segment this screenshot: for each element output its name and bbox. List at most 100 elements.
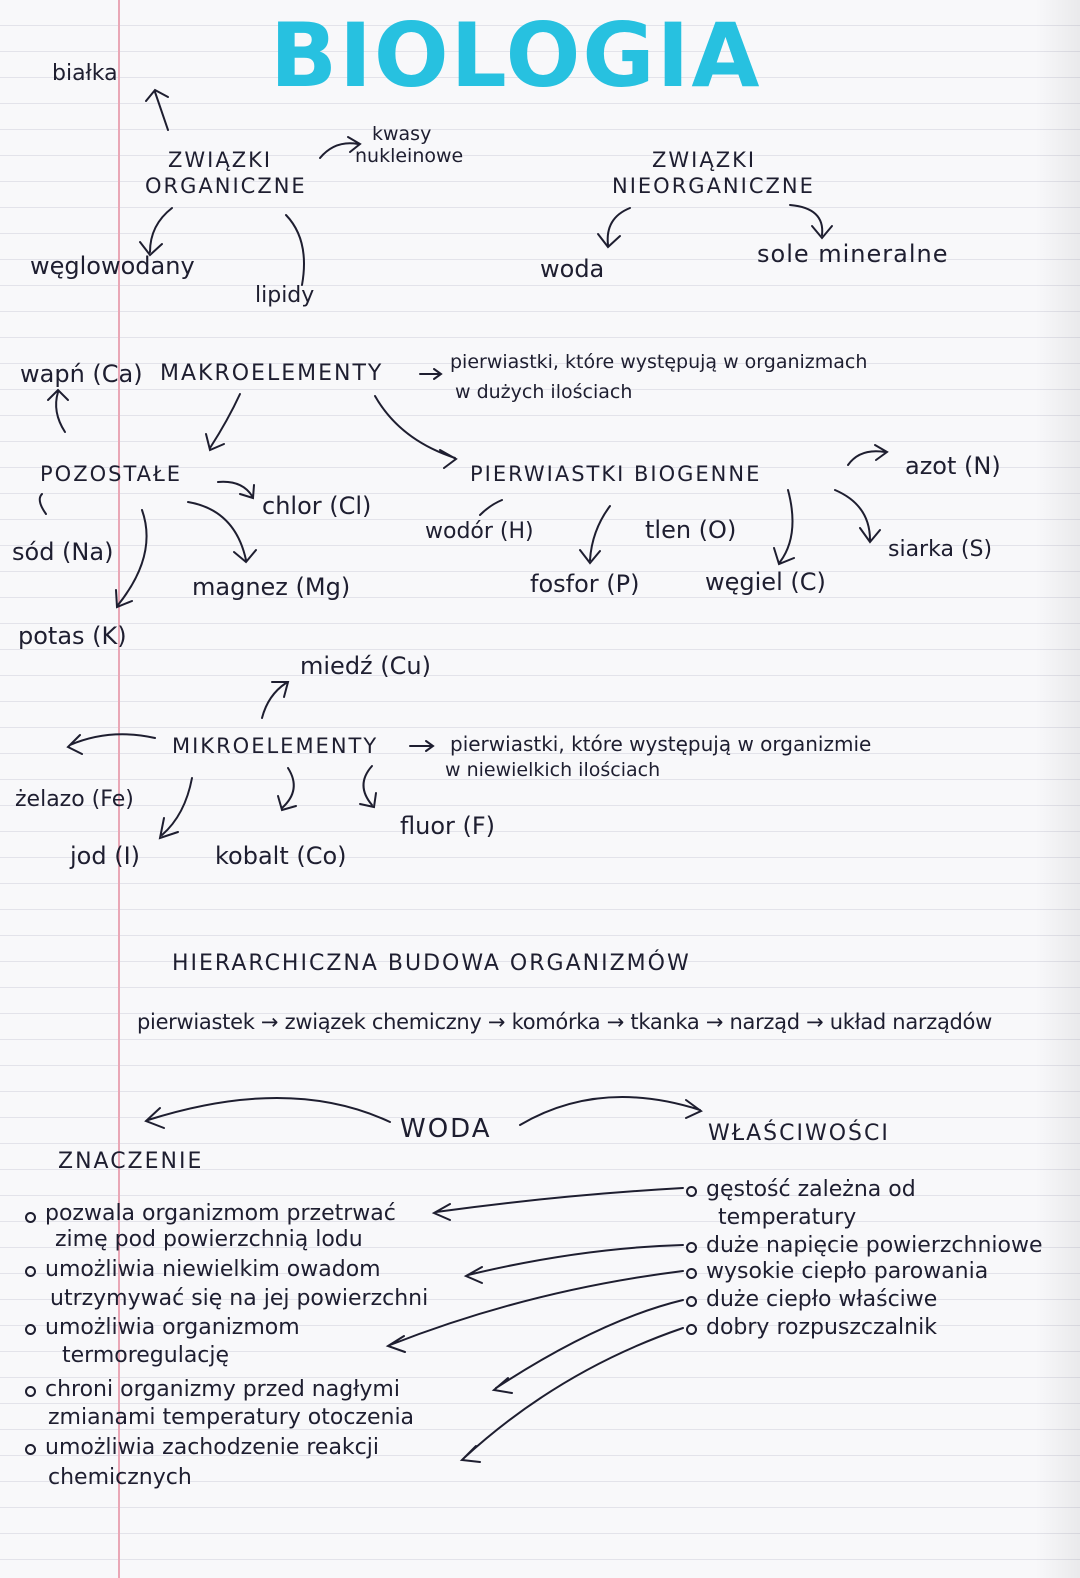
- arrow-to-weglowodany: [139, 207, 173, 257]
- inorganic-heading-line2: NIEORGANICZNE: [612, 174, 815, 198]
- arrow-to-chlor: [217, 480, 255, 500]
- label-miedz: miedź (Cu): [300, 652, 431, 680]
- label-sole-mineralne: sole mineralne: [757, 240, 949, 268]
- arrow-to-wapn: [47, 388, 69, 433]
- label-siarka: siarka (S): [888, 537, 993, 562]
- arrow-to-pozostale: [205, 393, 241, 452]
- label-pozostale: POZOSTAŁE: [40, 462, 183, 486]
- znaczenie-item-1-line1: pozwala organizmom przetrwać: [45, 1201, 396, 1226]
- bullet: [686, 1268, 697, 1279]
- arrow-to-wegiel: [773, 489, 795, 566]
- arrow-to-zelazo: [66, 733, 156, 755]
- wlasciwosci-item-1-line2: temperatury: [718, 1205, 857, 1230]
- label-sod: sód (Na): [12, 538, 114, 566]
- znaczenie-item-3-line2: termoregulację: [62, 1343, 230, 1368]
- label-weglowodany: węglowodany: [30, 252, 195, 280]
- arrow-to-jod: [158, 777, 193, 840]
- label-wapn: wapń (Ca): [20, 360, 143, 388]
- arrow-micro-definition: [409, 740, 435, 752]
- label-fosfor: fosfor (P): [530, 570, 640, 598]
- arrow-to-wodor: [479, 499, 503, 516]
- inorganic-heading-line1: ZWIĄZKI: [652, 148, 757, 172]
- znaczenie-item-2-line1: umożliwia niewielkim owadom: [45, 1257, 381, 1282]
- arrow-to-kobalt: [277, 767, 297, 812]
- micro-definition-line1: pierwiastki, które występują w organizmi…: [450, 732, 872, 756]
- arrow-to-siarka: [834, 489, 881, 544]
- wlasciwosci-item-1-line1: gęstość zależna od: [706, 1177, 916, 1202]
- label-zelazo: żelazo (Fe): [15, 787, 134, 812]
- arrow-to-sod: [38, 493, 47, 515]
- arrow-to-biogenne: [374, 395, 458, 469]
- arrow-to-wlasciwosci: [519, 1096, 703, 1126]
- organic-heading-line2: ORGANICZNE: [145, 174, 307, 198]
- bullet: [25, 1444, 36, 1455]
- label-biogenne: PIERWIASTKI BIOGENNE: [470, 462, 762, 486]
- label-kobalt: kobalt (Co): [215, 842, 347, 870]
- znaczenie-item-1-line2: zimę pod powierzchnią lodu: [55, 1227, 363, 1252]
- link-cieplo-chroni: [491, 1299, 684, 1394]
- wlasciwosci-item-3: wysokie ciepło parowania: [706, 1259, 989, 1284]
- label-lipidy: lipidy: [255, 283, 315, 308]
- bullet: [686, 1186, 697, 1197]
- znaczenie-item-2-line2: utrzymywać się na jej powierzchni: [50, 1286, 429, 1311]
- margin-line: [118, 0, 120, 1578]
- wlasciwosci-heading: WŁAŚCIWOŚCI: [708, 1121, 890, 1146]
- bullet: [686, 1296, 697, 1307]
- label-potas: potas (K): [18, 622, 127, 650]
- link-rozpuszczalnik-reakcje: [459, 1327, 684, 1463]
- arrow-to-kwasy: [319, 136, 362, 159]
- page-edge: [1035, 0, 1080, 1578]
- macro-definition-line2: w dużych ilościach: [455, 381, 633, 403]
- znaczenie-item-5-line1: umożliwia zachodzenie reakcji: [45, 1435, 379, 1460]
- bullet: [25, 1386, 36, 1397]
- bullet: [25, 1324, 36, 1335]
- hierarchy-chain: pierwiastek → związek chemiczny → komórk…: [137, 1010, 992, 1034]
- arrow-macro-definition: [419, 368, 443, 380]
- znaczenie-heading: ZNACZENIE: [58, 1149, 204, 1174]
- label-bialka: białka: [52, 61, 118, 86]
- arrow-to-potas: [115, 509, 148, 609]
- arrow-to-woda: [597, 207, 631, 249]
- znaczenie-item-3-line1: umożliwia organizmom: [45, 1315, 300, 1340]
- water-heading: WODA: [400, 1114, 492, 1144]
- micro-definition-line2: w niewielkich ilościach: [445, 759, 661, 781]
- label-wegiel: węgiel (C): [705, 568, 826, 596]
- arrow-to-sole: [789, 204, 833, 240]
- arrow-to-bialka: [145, 88, 169, 131]
- znaczenie-item-5-line2: chemicznych: [48, 1465, 192, 1490]
- label-wodor: wodór (H): [425, 519, 534, 544]
- znaczenie-item-4-line2: zmianami temperatury otoczenia: [48, 1405, 415, 1430]
- organic-heading-line1: ZWIĄZKI: [168, 148, 273, 172]
- hierarchy-heading: HIERARCHICZNA BUDOWA ORGANIZMÓW: [172, 951, 691, 976]
- label-chlor: chlor (Cl): [262, 492, 372, 520]
- label-azot: azot (N): [905, 452, 1001, 480]
- link-parowanie-termo: [385, 1270, 684, 1353]
- wlasciwosci-item-5: dobry rozpuszczalnik: [706, 1315, 937, 1340]
- micro-heading: MIKROELEMENTY: [172, 734, 379, 758]
- wlasciwosci-item-2: duże napięcie powierzchniowe: [706, 1233, 1043, 1258]
- arrow-to-fluor: [359, 765, 377, 809]
- label-jod: jod (I): [70, 842, 141, 870]
- wlasciwosci-item-4: duże ciepło właściwe: [706, 1287, 938, 1312]
- bullet: [686, 1242, 697, 1253]
- label-woda: woda: [540, 255, 605, 283]
- arrow-to-azot: [847, 444, 889, 466]
- link-gestosc-pozwala: [431, 1187, 684, 1221]
- znaczenie-item-4-line1: chroni organizmy przed nagłymi: [45, 1377, 400, 1402]
- link-napiecie-owady: [463, 1244, 684, 1284]
- arrow-to-znaczenie: [144, 1097, 391, 1129]
- arrow-to-fosfor: [579, 505, 611, 565]
- arrow-to-lipidy: [285, 214, 305, 286]
- arrow-to-miedz: [261, 681, 290, 719]
- page-title: BIOLOGIA: [270, 4, 762, 107]
- bullet: [25, 1266, 36, 1277]
- macro-definition-line1: pierwiastki, które występują w organizma…: [450, 351, 868, 373]
- label-fluor: fluor (F): [400, 812, 496, 840]
- label-kwasy-line2: nukleinowe: [355, 145, 464, 167]
- bullet: [686, 1324, 697, 1335]
- arrow-to-magnez: [187, 501, 257, 564]
- label-magnez: magnez (Mg): [192, 573, 351, 601]
- label-tlen: tlen (O): [645, 516, 737, 544]
